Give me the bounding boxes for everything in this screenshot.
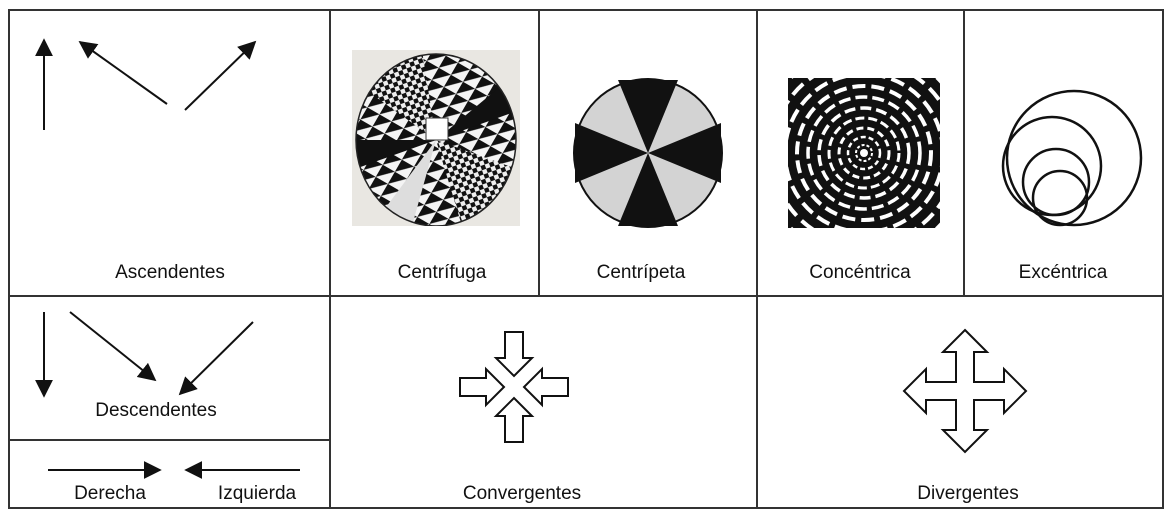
arrow-icon	[178, 321, 254, 396]
label-centrifuga: Centrífuga	[397, 262, 487, 283]
convergent-arrows-icon	[459, 331, 569, 443]
centripetal-circle-icon	[573, 78, 723, 228]
label-centripeta: Centrípeta	[596, 262, 686, 283]
arrow-icon	[69, 311, 157, 382]
divergent-arrows-icon	[902, 328, 1028, 454]
label-izquierda: Izquierda	[217, 483, 297, 504]
label-divergentes: Divergentes	[917, 483, 1019, 504]
ascending-arrows	[35, 38, 257, 130]
arrow-icon	[184, 40, 257, 111]
label-ascendentes: Ascendentes	[115, 262, 225, 283]
label-excentrica: Excéntrica	[1018, 262, 1108, 283]
label-descendentes: Descendentes	[95, 400, 217, 421]
horizontal-arrows	[48, 461, 300, 479]
label-convergentes: Convergentes	[462, 483, 582, 504]
arrow-icon	[78, 40, 168, 105]
centrifugal-spiral-image	[352, 50, 520, 226]
eccentric-circles-icon	[1001, 89, 1143, 227]
concentric-pattern-image	[788, 78, 940, 228]
label-derecha: Derecha	[74, 483, 146, 504]
descending-arrows	[35, 311, 254, 398]
label-concentrica: Concéntrica	[809, 262, 911, 283]
